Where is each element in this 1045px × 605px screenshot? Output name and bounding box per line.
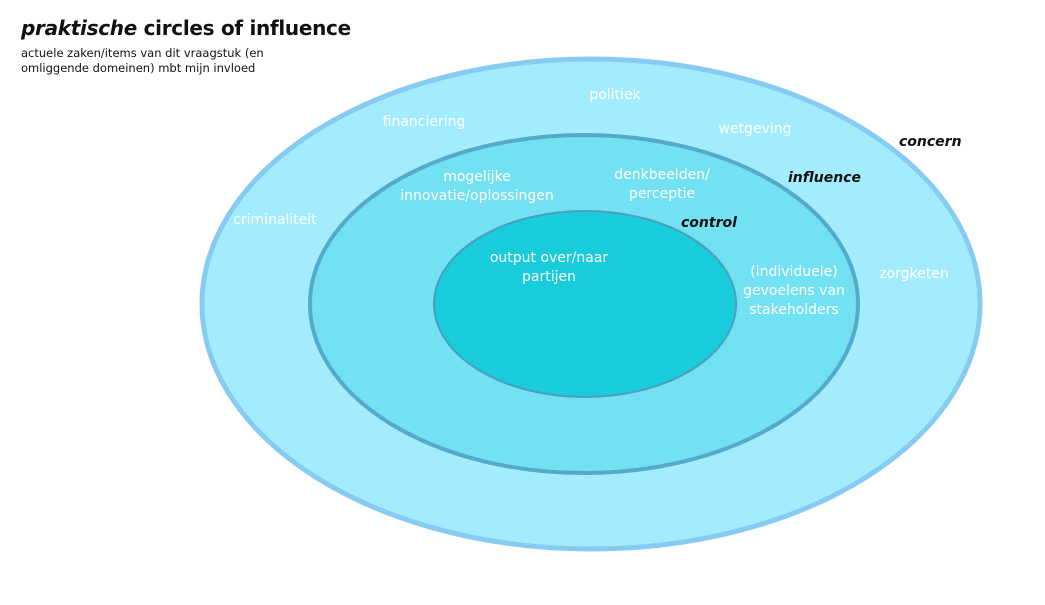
title-emphasis: praktische: [21, 16, 137, 40]
circle-of-control: [433, 210, 737, 398]
concern-item-zorgketen: zorgketen: [879, 266, 949, 282]
control-item-output: output over/naar partijen: [489, 250, 609, 285]
influence-item-denkbeelden: denkbeelden/ perceptie: [614, 167, 710, 202]
ring-name-control: control: [681, 215, 737, 231]
concern-item-criminaliteit: criminaliteit: [233, 212, 317, 228]
influence-item-innovatie: mogelijke innovatie/oplossingen: [400, 169, 554, 204]
ring-name-concern: concern: [899, 134, 962, 150]
concern-item-politiek: politiek: [589, 87, 641, 103]
diagram-subtitle: actuele zaken/items van dit vraagstuk (e…: [21, 46, 264, 75]
ring-name-influence: influence: [788, 170, 862, 186]
diagram-title: praktische circles of influence: [21, 16, 351, 40]
concern-item-wetgeving: wetgeving: [718, 121, 792, 137]
influence-item-gevoelens: (individuele) gevoelens van stakeholders: [743, 264, 845, 318]
concern-item-financiering: financiering: [382, 114, 466, 130]
title-rest: circles of influence: [136, 16, 352, 40]
